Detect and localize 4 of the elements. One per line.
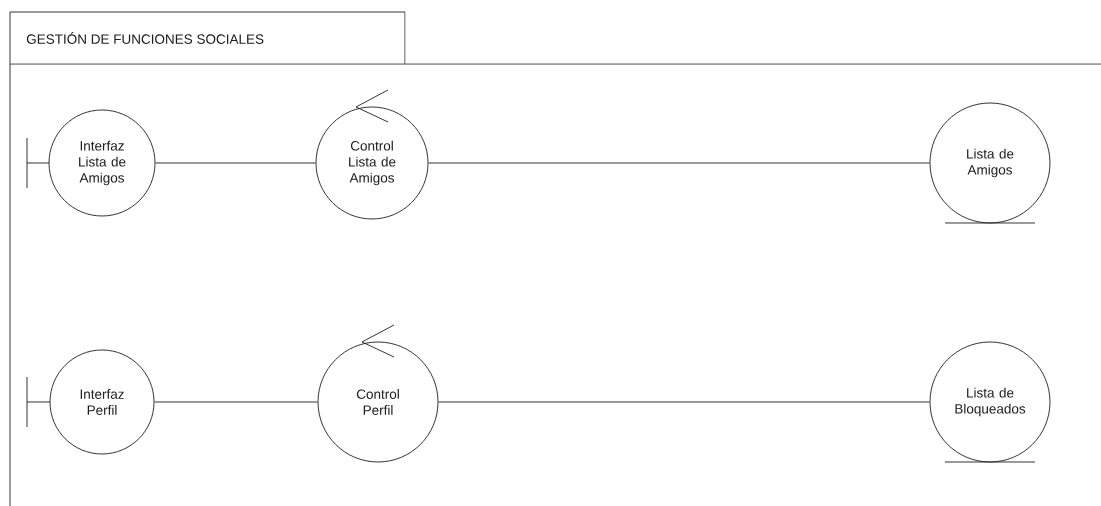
connector-line (154, 401, 318, 403)
connector-line (155, 162, 316, 164)
connector-line (428, 162, 930, 164)
connector-line (438, 401, 930, 403)
